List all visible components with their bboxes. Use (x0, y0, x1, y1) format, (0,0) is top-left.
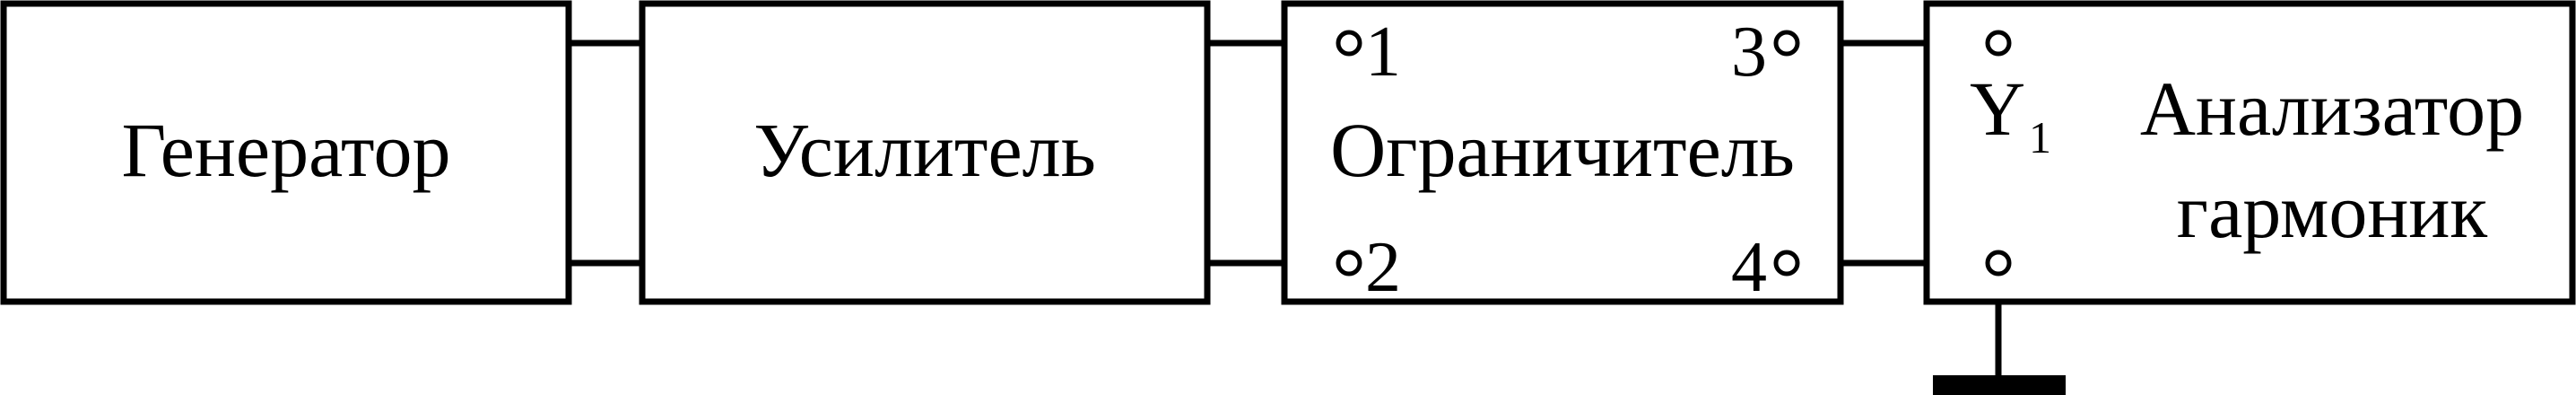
generator-block: Генератор (0, 0, 572, 305)
amplifier-label: Усилитель (753, 107, 1096, 193)
limiter-terminals: 1 2 3 4 (1336, 13, 1800, 307)
analyzer-label-line1: Анализатор (2140, 66, 2524, 152)
input-label-subscript: 1 (2029, 112, 2051, 162)
analyzer-input-terminal (1985, 30, 2012, 57)
terminal-2-label: 2 (1365, 228, 1401, 307)
input-label-letter: Y (1970, 66, 2025, 152)
terminal-2 (1336, 250, 1362, 276)
analyzer-block: Анализатор гармоник (1923, 0, 2576, 305)
terminal-4-label: 4 (1731, 228, 1767, 307)
limiter-label: Ограничитель (1330, 107, 1795, 193)
terminal-3-label: 3 (1731, 13, 1767, 92)
ground-symbol (1933, 375, 2066, 395)
terminal-4 (1773, 250, 1800, 276)
limiter-block: Ограничитель (1281, 0, 1844, 305)
generator-label: Генератор (122, 107, 451, 193)
terminal-1 (1336, 30, 1362, 57)
terminal-1-label: 1 (1365, 13, 1401, 92)
amplifier-block: Усилитель (639, 0, 1211, 305)
analyzer-label-line2: гармоник (2177, 168, 2488, 254)
analyzer-terminals: Y 1 (1970, 30, 2051, 276)
analyzer-ground-terminal (1985, 250, 2012, 276)
terminal-3 (1773, 30, 1800, 57)
